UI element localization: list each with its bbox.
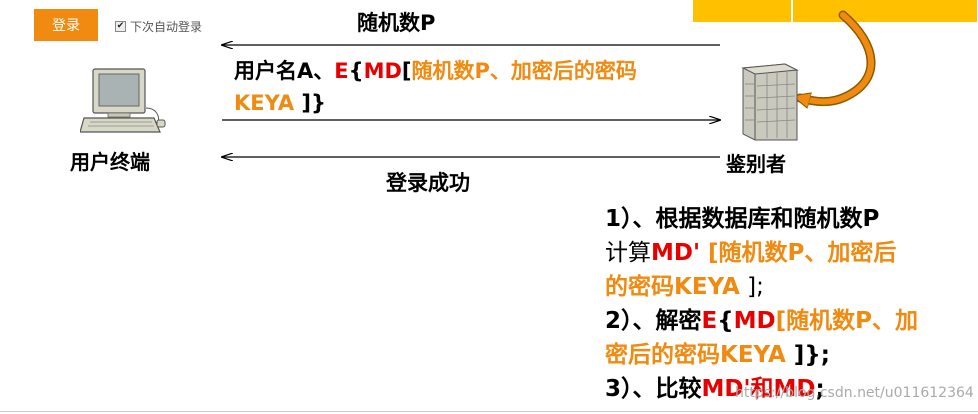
step-1-content-a: [随机数P、加密后 — [700, 240, 897, 266]
step-3-prefix: 3）、比较 — [605, 376, 702, 402]
step-2-e: E — [701, 308, 718, 334]
step-3-line: 3）、比较MD'和MD; — [605, 372, 978, 406]
auto-login-label: 下次自动登录 — [130, 20, 203, 34]
message-bracket-open: [ — [401, 59, 412, 83]
step-3-semicolon: ; — [815, 376, 825, 402]
login-success-label: 登录成功 — [386, 171, 470, 195]
message-part-username: 用户名A、 — [234, 59, 335, 83]
step-2-brace: { — [717, 308, 734, 334]
auto-login-checkbox[interactable]: ✔ — [115, 21, 126, 32]
step-2-content-a: [随机数P、加 — [775, 308, 918, 334]
authenticator-label: 鉴别者 — [726, 152, 786, 176]
watermark: https://blog.csdn.net/u011612364 — [735, 385, 974, 401]
message-content: 随机数P、加密后的密码KEYA — [234, 59, 637, 115]
step-1-calc: 计算 — [605, 240, 651, 266]
message-md: MD — [363, 59, 402, 83]
verification-steps: 1）、根据数据库和随机数P 计算MD' [随机数P、加密后 的密码KEYA ];… — [605, 202, 978, 406]
step-2-content-b: 密后的密码KEYA — [605, 342, 786, 368]
bottom-divider — [0, 411, 978, 412]
message-brace-close: } — [311, 91, 326, 115]
step-1-content-b: 的密码KEYA — [605, 274, 740, 300]
step-1-line-2: 计算MD' [随机数P、加密后 — [605, 236, 978, 270]
step-3-and: 和 — [750, 376, 774, 402]
auto-login-option[interactable]: ✔ 下次自动登录 — [115, 18, 202, 35]
computer-icon — [80, 68, 166, 133]
step-1-line-1: 1）、根据数据库和随机数P — [605, 202, 978, 236]
login-button[interactable]: 登录 — [34, 9, 98, 41]
step-3-md-prime: MD' — [701, 376, 751, 402]
random-number-label: 随机数P — [357, 11, 436, 35]
step-1-md-prime: MD' — [651, 240, 701, 266]
step-2-close: ]}; — [785, 342, 830, 368]
message-brace-open: { — [348, 59, 364, 83]
user-terminal-label: 用户终端 — [70, 150, 150, 174]
step-1-close: ]; — [739, 274, 764, 300]
step-1-prefix: 1）、根据数据库和随机数P — [605, 206, 880, 232]
step-3-md: MD — [773, 376, 816, 402]
step-2-line-2: 密后的密码KEYA ]}; — [605, 338, 978, 372]
step-2-md: MD — [733, 308, 776, 334]
step-2-prefix: 2）、解密 — [605, 308, 702, 334]
server-icon — [741, 63, 799, 141]
message-bracket-close: ] — [294, 91, 311, 115]
header-box-1 — [693, 0, 793, 22]
message-label: 用户名A、E{MD[随机数P、加密后的密码KEYA ]} — [234, 55, 694, 119]
step-2-line-1: 2）、解密E{MD[随机数P、加 — [605, 304, 978, 338]
step-1-line-3: 的密码KEYA ]; — [605, 270, 978, 304]
message-e: E — [334, 59, 349, 83]
